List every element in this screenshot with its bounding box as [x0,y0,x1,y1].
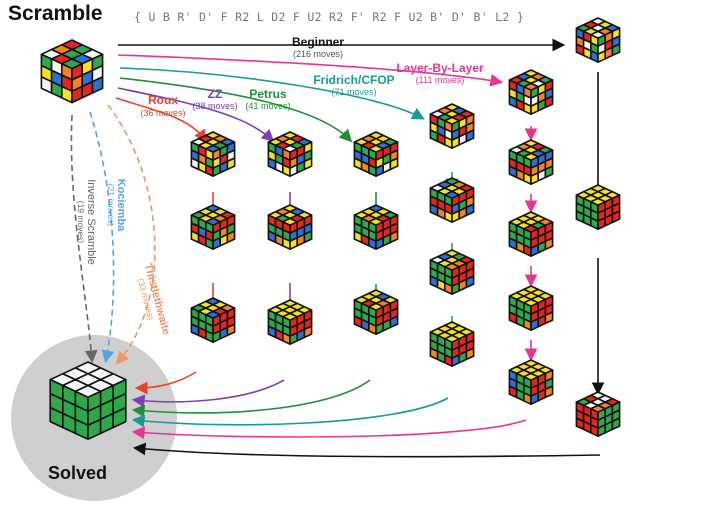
method-label-inverse-scramble: Inverse Scramble [85,179,97,265]
cube-sticker [611,210,621,224]
beginner-final-arrow [132,442,601,458]
cube-sticker [303,325,313,339]
cube-sticker [389,157,399,171]
method-moves-fridrich: (71 moves) [331,87,376,97]
cube-sticker [303,230,313,244]
cfop-arrow [119,67,425,120]
cube-sticker [91,76,104,94]
method-moves-kociemba: (21 moves) [106,184,116,227]
method-moves-layer-by-layer: (111 moves) [416,75,465,85]
cube-sticker [611,417,621,431]
lbl-final-arrow [131,419,527,440]
cube-sticker [544,237,554,251]
method-moves-beginner: (216 moves) [293,49,343,59]
roux-final-arrow [134,371,197,395]
method-label-kociemba: Kociemba [115,179,127,232]
cube-sticker [544,385,554,399]
cube-sticker [303,157,313,171]
method-moves-inverse-scramble: (19 moves) [76,201,86,244]
method-label-fridrich: Fridrich/CFOP [313,73,394,87]
inverse-scramble-arrow [70,114,98,364]
kociemba-arrow [89,111,115,364]
cube-sticker [226,323,236,337]
cube-sticker [226,157,236,171]
cube-sticker [465,203,475,217]
cube-sticker [465,275,475,289]
cube-sticker [389,230,399,244]
roux-arrow [115,97,207,143]
cube-sticker [611,43,621,57]
cube-sticker [112,406,127,429]
petrus-final-arrow [131,379,371,418]
cube-sticker [544,165,554,179]
cube-sticker [544,95,554,109]
method-label-beginner: Beginner [292,35,344,49]
cube-sticker [226,230,236,244]
zz-arrow [117,87,275,143]
method-label-roux: Roux [148,93,178,107]
thistlethwaite-arrow [107,104,156,365]
method-moves-petrus: (41 moves) [245,101,290,111]
scramble-title: Scramble [8,2,103,25]
cube-sticker [465,129,475,143]
method-label-layer-by-layer: Layer-By-Layer [396,61,484,75]
petrus-arrow [119,77,353,143]
cube-sticker [465,347,475,361]
method-moves-zz: (38 moves) [192,101,237,111]
zz-final-arrow [131,379,285,408]
cube-sticker [389,315,399,329]
cfop-final-arrow [131,397,449,428]
method-label-zz: ZZ [208,87,223,101]
cube-sticker [544,311,554,325]
method-label-petrus: Petrus [249,87,287,101]
scramble-sequence: { U B R' D' F R2 L D2 F U2 R2 F' R2 F U2… [134,10,525,24]
solved-label: Solved [48,463,108,483]
method-moves-roux: (36 moves) [140,108,185,118]
layer-by-layer-arrow [117,54,504,87]
